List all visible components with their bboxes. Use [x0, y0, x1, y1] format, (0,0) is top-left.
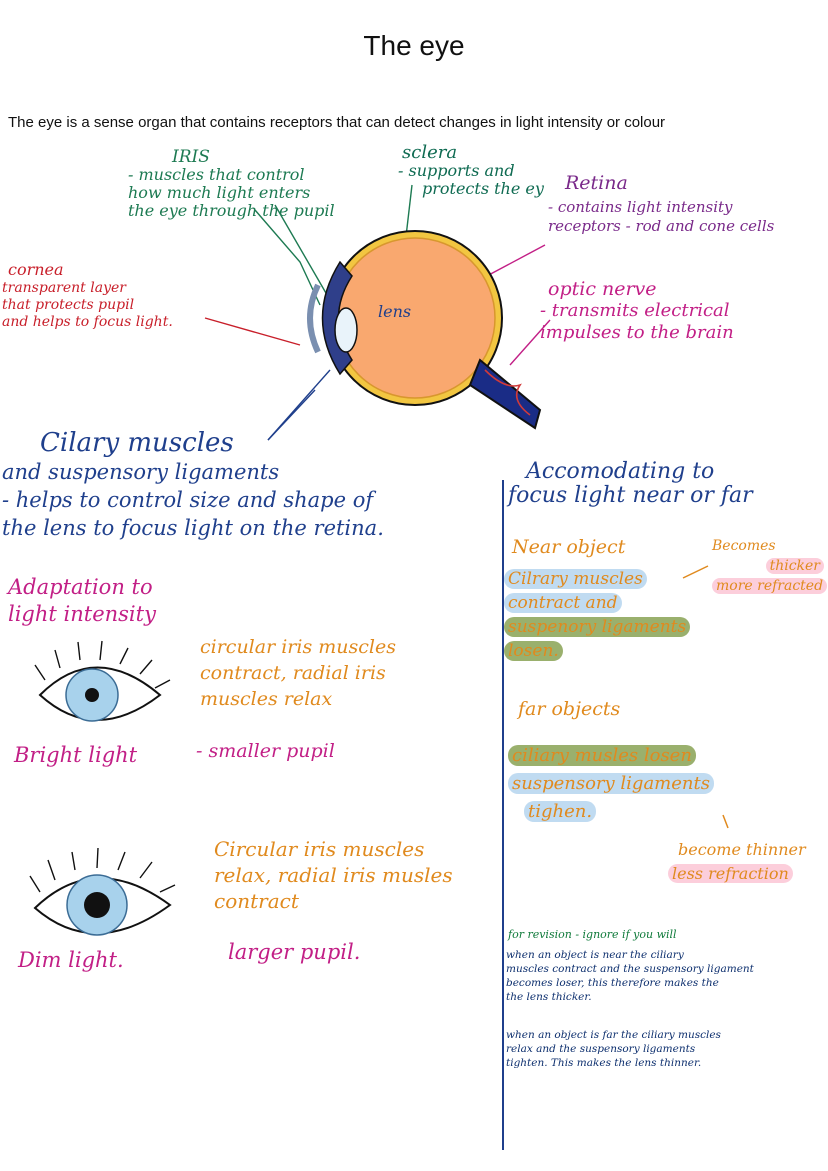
- intro-text: The eye is a sense organ that contains r…: [8, 114, 666, 131]
- dim-light-pupil: larger pupil.: [228, 940, 361, 964]
- bright-light-line: contract, radial iris: [200, 662, 386, 684]
- cornea-heading: cornea: [8, 260, 64, 279]
- dim-light-description: Circular iris muscles relax, radial iris…: [214, 836, 453, 914]
- near-object-line: losen.: [504, 641, 563, 661]
- iris-heading: IRIS: [172, 147, 210, 167]
- cornea-line: that protects pupil: [2, 297, 135, 313]
- optic-nerve-heading: optic nerve: [548, 278, 657, 300]
- near-object-line: Cilrary muscles: [504, 569, 647, 589]
- bright-light-line: circular iris muscles: [200, 636, 396, 658]
- retina-heading: Retina: [565, 172, 628, 194]
- near-object-description: Cilrary muscles contract and suspenory l…: [504, 567, 691, 663]
- eye-cross-section: [307, 230, 542, 430]
- sclera-line: - supports and: [398, 161, 515, 180]
- near-note-line: more refracted: [712, 578, 828, 594]
- sclera-description: - supports and protects the ey: [398, 162, 544, 198]
- sclera-heading: sclera: [402, 142, 458, 163]
- revision-paragraph-far: when an object is far the ciliary muscle…: [506, 1028, 721, 1070]
- revision-line: becomes loser, this therefore makes the: [506, 977, 719, 989]
- cornea-line: transparent layer: [2, 280, 126, 296]
- bright-light-eye-icon: [34, 640, 171, 722]
- cornea-description: transparent layer that protects pupil an…: [2, 280, 173, 331]
- accommodation-heading-line: focus light near or far: [508, 483, 753, 508]
- dim-light-line: contract: [214, 889, 299, 913]
- lens-label: lens: [378, 302, 412, 321]
- bright-light-label: Bright light: [14, 743, 138, 767]
- ciliary-line: and suspensory ligaments: [2, 460, 280, 484]
- optic-nerve-description: - transmits electrical impulses to the b…: [540, 300, 734, 344]
- revision-line: muscles contract and the suspensory liga…: [506, 963, 754, 975]
- far-object-line: ciliary musles losen: [508, 745, 696, 766]
- dim-light-line: relax, radial iris musles: [214, 863, 453, 887]
- bright-light-pupil: - smaller pupil: [196, 740, 335, 762]
- retina-description: - contains light intensity receptors - r…: [548, 198, 774, 236]
- far-note-line: less refraction: [668, 864, 793, 883]
- far-object-heading: far objects: [518, 698, 621, 720]
- revision-heading: for revision - ignore if you will: [508, 928, 677, 941]
- far-object-line: suspensory ligaments: [508, 773, 714, 794]
- near-note-line: thicker: [765, 558, 824, 574]
- revision-line: when an object is near the ciliary: [506, 949, 684, 961]
- bright-light-description: circular iris muscles contract, radial i…: [200, 634, 396, 712]
- bright-light-line: muscles relax: [200, 688, 333, 710]
- revision-line: when an object is far the ciliary muscle…: [506, 1029, 721, 1041]
- optic-nerve-line: impulses to the brain: [540, 322, 734, 343]
- ciliary-line: the lens to focus light on the retina.: [2, 516, 384, 540]
- near-note: thicker more refracted: [712, 556, 828, 596]
- revision-line: relax and the suspensory ligaments: [506, 1043, 696, 1055]
- accommodation-heading-line: Accomodating to: [526, 459, 715, 484]
- far-note-line: become thinner: [678, 840, 806, 859]
- dim-light-line: Circular iris muscles: [214, 837, 425, 861]
- iris-line: how much light enters: [128, 183, 311, 202]
- revision-line: the lens thicker.: [506, 991, 592, 1003]
- accommodation-heading: Accomodating to focus light near or far: [508, 460, 753, 508]
- optic-nerve-line: - transmits electrical: [540, 300, 730, 321]
- iris-description: - muscles that control how much light en…: [128, 166, 335, 220]
- ciliary-line: - helps to control size and shape of: [2, 488, 374, 512]
- far-object-line: tighen.: [524, 801, 597, 822]
- near-note-heading: Becomes: [712, 538, 776, 554]
- far-note: become thinner less refraction: [668, 838, 806, 886]
- ciliary-heading: Cilary muscles: [40, 428, 234, 458]
- ciliary-description: and suspensory ligaments - helps to cont…: [2, 458, 384, 542]
- adaptation-heading: Adaptation to light intensity: [8, 574, 156, 628]
- page-title: The eye: [363, 30, 465, 61]
- adaptation-heading-line: light intensity: [8, 602, 156, 626]
- far-object-description: ciliary musles losen suspensory ligament…: [508, 742, 714, 826]
- dim-light-label: Dim light.: [18, 948, 124, 972]
- iris-line: the eye through the pupil: [128, 201, 335, 220]
- retina-line: - contains light intensity: [548, 198, 733, 216]
- near-object-heading: Near object: [512, 536, 626, 558]
- revision-line: tighten. This makes the lens thinner.: [506, 1057, 702, 1069]
- iris-line: - muscles that control: [128, 165, 305, 184]
- near-object-line: contract and: [504, 593, 622, 613]
- revision-paragraph-near: when an object is near the ciliary muscl…: [506, 948, 754, 1004]
- near-object-line: suspenory ligaments: [504, 617, 691, 637]
- cornea-line: and helps to focus light.: [2, 314, 173, 330]
- retina-line: receptors - rod and cone cells: [548, 217, 775, 235]
- adaptation-heading-line: Adaptation to: [8, 575, 153, 599]
- dim-light-eye-icon: [29, 847, 176, 936]
- sclera-line: protects the ey: [422, 179, 544, 198]
